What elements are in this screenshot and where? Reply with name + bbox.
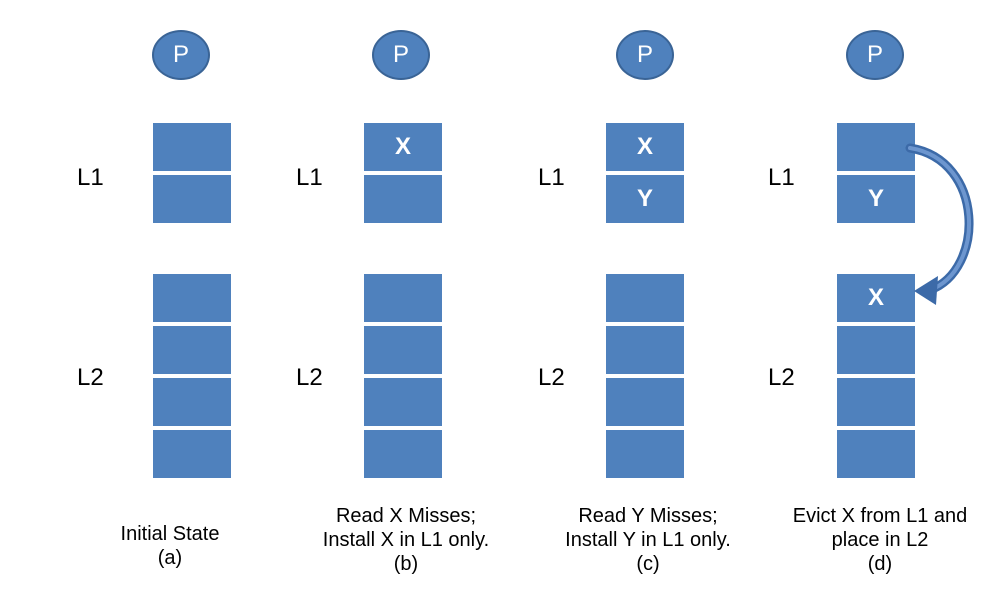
l2-cell-1 [364, 274, 442, 322]
processor-node: P [846, 30, 904, 80]
caption-label: (d) [867, 553, 893, 575]
l2-label: L2 [77, 364, 104, 391]
l2-cache [606, 274, 684, 478]
l2-cell-2 [153, 326, 231, 374]
caption-a: Initial State (a) [55, 522, 285, 570]
caption-d: Evict X from L1 and place in L2 (d) [765, 504, 995, 576]
l2-cell-4 [606, 430, 684, 478]
l2-label: L2 [768, 364, 795, 391]
l2-cell-4 [153, 430, 231, 478]
l1-cache [153, 123, 231, 223]
l2-cell-4 [364, 430, 442, 478]
caption-line: Install X in L1 only. [322, 529, 490, 551]
l1-cell-2: Y [837, 175, 915, 223]
l2-cache [364, 274, 442, 478]
l1-cell-1 [837, 123, 915, 171]
caption-line: Read Y Misses; [578, 505, 718, 527]
caption-line: Install Y in L1 only. [565, 529, 731, 551]
l1-cell-1: X [364, 123, 442, 171]
processor-node: P [152, 30, 210, 80]
caption-label: (a) [157, 547, 183, 569]
l2-cache [153, 274, 231, 478]
l1-cache: X [364, 123, 442, 223]
evict-arrow-shaft [905, 143, 974, 295]
l2-cell-1 [153, 274, 231, 322]
caption-c: Read Y Misses; Install Y in L1 only. (c) [533, 504, 763, 576]
panel-a: P L1 L2 Initial State (a) [0, 0, 231, 601]
l2-cell-2 [837, 326, 915, 374]
caption-label: (b) [393, 553, 419, 575]
l1-label: L1 [296, 164, 323, 191]
l2-cell-1: X [837, 274, 915, 322]
l1-cell-1 [153, 123, 231, 171]
l1-label: L1 [768, 164, 795, 191]
l2-cell-4 [837, 430, 915, 478]
caption-b: Read X Misses; Install X in L1 only. (b) [291, 504, 521, 576]
l2-label: L2 [538, 364, 565, 391]
l1-label: L1 [77, 164, 104, 191]
l1-cell-1: X [606, 123, 684, 171]
l1-cache: Y [837, 123, 915, 223]
l2-cache: X [837, 274, 915, 478]
evict-arrowhead [914, 276, 938, 305]
caption-line: Read X Misses; [335, 505, 477, 527]
l2-cell-3 [837, 378, 915, 426]
panel-c: P L1 X Y L2 Read Y Misses; Install Y in … [0, 0, 731, 601]
l1-cell-2: Y [606, 175, 684, 223]
l2-cell-1 [606, 274, 684, 322]
caption-line: Initial State [120, 523, 220, 545]
l2-cell-3 [606, 378, 684, 426]
l2-cell-3 [364, 378, 442, 426]
panel-b: P L1 X L2 Read X Misses; Install X in L1… [0, 0, 489, 601]
l2-cell-2 [606, 326, 684, 374]
caption-line: place in L2 [831, 529, 929, 551]
l1-cache: X Y [606, 123, 684, 223]
l1-label: L1 [538, 164, 565, 191]
caption-line: Evict X from L1 and [792, 505, 968, 527]
l1-cell-2 [364, 175, 442, 223]
caption-label: (c) [636, 553, 660, 575]
l2-label: L2 [296, 364, 323, 391]
panel-d: P L1 Y L2 X Evict X from L1 and place in… [0, 0, 967, 601]
evict-arrow-shaft-highlight [908, 146, 971, 292]
processor-node: P [616, 30, 674, 80]
l2-cell-2 [364, 326, 442, 374]
l2-cell-3 [153, 378, 231, 426]
processor-node: P [372, 30, 430, 80]
l1-cell-2 [153, 175, 231, 223]
